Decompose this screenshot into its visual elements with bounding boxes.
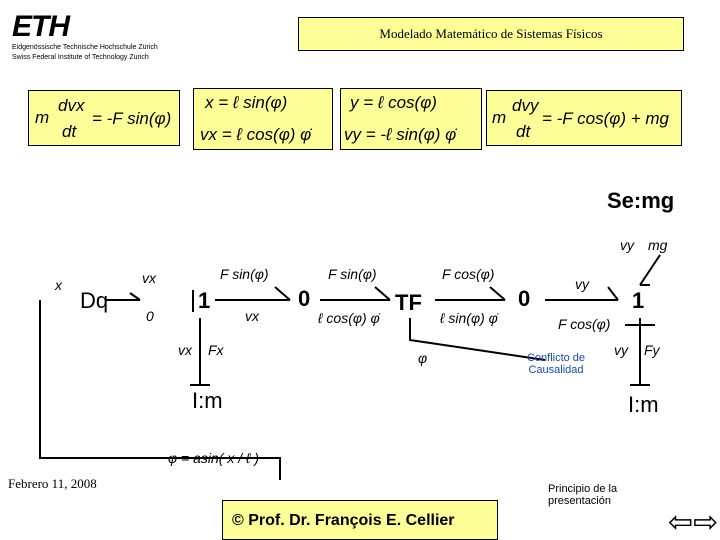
vy-top-right: vy xyxy=(620,237,634,253)
se-label: Se:mg xyxy=(607,188,675,213)
slide-title: Modelado Matemático de Sistemas Físicos xyxy=(298,17,684,51)
lsin-phidot: ℓ sin(φ) φ̇ xyxy=(440,310,498,326)
fx-down: Fx xyxy=(208,342,224,358)
institution-line-2: Swiss Federal Institute of Technology Zu… xyxy=(12,54,149,61)
zero-junction-left: 0 xyxy=(298,286,311,311)
tf-element: TF xyxy=(395,290,422,315)
vy-down: vy xyxy=(614,342,628,358)
conflict-note: Conflicto de Causalidad xyxy=(526,352,586,376)
vx-down: vx xyxy=(178,342,192,358)
navigation-arrows-icon[interactable]: ⇦⇨ xyxy=(668,506,719,539)
fcos-right: F cos(φ) xyxy=(558,316,611,332)
eq1-m: m xyxy=(35,108,50,127)
eq5: vy = -ℓ sin(φ) φ̇ xyxy=(344,125,457,144)
equation-box-4 xyxy=(486,90,682,146)
i-m-right: I:m xyxy=(628,392,659,417)
dq-label: Dq xyxy=(80,288,109,313)
eq1-numerator: dvx xyxy=(58,96,85,115)
eq6-rhs: = -F cos(φ) + mg xyxy=(542,109,669,128)
one-junction-right: 1 xyxy=(632,288,645,313)
date: Febrero 11, 2008 xyxy=(8,476,97,491)
fsin-top: F sin(φ) xyxy=(220,266,269,282)
eq6-numerator: dvy xyxy=(512,96,539,115)
eq6-denominator: dt xyxy=(516,122,531,141)
mg-top-right: mg xyxy=(648,237,668,253)
feedback-loop xyxy=(39,300,281,480)
eq1-rhs: = -F sin(φ) xyxy=(92,109,172,128)
phi-equation: φ = asin( x / ℓ ) xyxy=(168,450,260,466)
equation-box-2 xyxy=(193,88,333,150)
fy-down: Fy xyxy=(644,342,660,358)
lcos-phidot: ℓ cos(φ) φ̇ xyxy=(318,310,380,326)
phi-label: φ xyxy=(418,350,428,366)
eq1-denominator: dt xyxy=(62,122,77,141)
copyright: © Prof. Dr. François E. Cellier xyxy=(232,512,455,529)
x-label: x xyxy=(55,277,62,293)
fsin-top-2: F sin(φ) xyxy=(328,266,377,282)
eth-logo: ETH xyxy=(12,10,70,43)
vy-mid: vy xyxy=(575,276,589,292)
copyright-box xyxy=(222,500,498,540)
eq2: x = ℓ sin(φ) xyxy=(205,93,288,112)
equation-box-3 xyxy=(340,88,482,150)
home-link[interactable]: Principio de la presentación xyxy=(548,483,618,507)
eq3: vx = ℓ cos(φ) φ̇ xyxy=(200,125,312,144)
equation-box-1 xyxy=(28,90,180,146)
zero-small: 0 xyxy=(146,308,154,324)
vx-right: vx xyxy=(245,308,259,324)
eq4: y = ℓ cos(φ) xyxy=(350,93,437,112)
i-m-left: I:m xyxy=(192,388,223,413)
fcos-top: F cos(φ) xyxy=(442,266,495,282)
zero-junction-right: 0 xyxy=(518,286,531,311)
eq6-m: m xyxy=(492,108,507,127)
vx-top: vx xyxy=(142,270,156,286)
one-junction-left: 1 xyxy=(198,288,211,313)
institution-line-1: Eidgenössische Technische Hochschule Zür… xyxy=(12,44,158,51)
